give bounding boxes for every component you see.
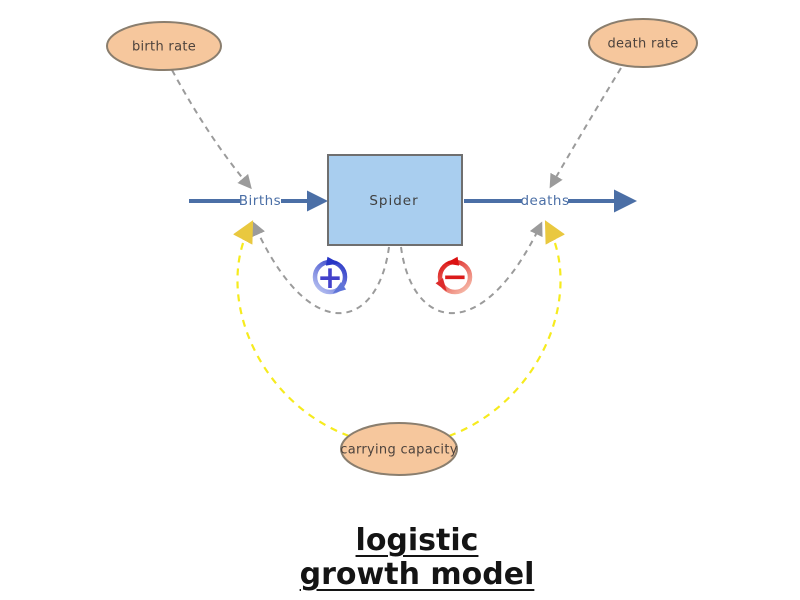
carrying-capacity-node [340, 422, 458, 476]
link-birth-rate-to-births [171, 69, 252, 190]
balancing-loop-icon: − [435, 256, 473, 295]
outflow-label: deaths [520, 193, 569, 209]
reinforcing-loop-arrow-bottom [332, 282, 347, 294]
diagram-title: logistic growth model [17, 524, 800, 592]
minus-symbol: − [442, 259, 468, 295]
balancing-loop-arrow-bottom [435, 278, 447, 292]
inflow-label: Births [239, 193, 281, 209]
link-carrying-capacity-to-births [233, 220, 350, 438]
reinforcing-loop-arrow-top [325, 256, 340, 266]
birth-rate-label: birth rate [132, 40, 196, 55]
stock-box [327, 154, 463, 246]
title-line-2: growth model [299, 557, 535, 592]
reinforcing-loop-icon: + [312, 256, 348, 296]
stock-label: Spider [369, 193, 418, 209]
link-carrying-capacity-to-deaths [448, 220, 565, 438]
inflow-arrowhead [307, 190, 328, 212]
death-rate-label: death rate [607, 37, 678, 52]
balancing-loop-arrow-top [445, 256, 460, 266]
link-stock-to-deaths [400, 221, 543, 315]
death-rate-node [588, 18, 698, 68]
birth-rate-node [106, 21, 222, 71]
outflow-arrowhead [614, 189, 637, 213]
plus-symbol: + [317, 260, 343, 296]
link-stock-to-births [252, 221, 390, 315]
title-line-1: logistic [355, 523, 479, 558]
link-death-rate-to-deaths [549, 67, 622, 189]
carrying-capacity-label: carrying capacity [340, 443, 458, 458]
